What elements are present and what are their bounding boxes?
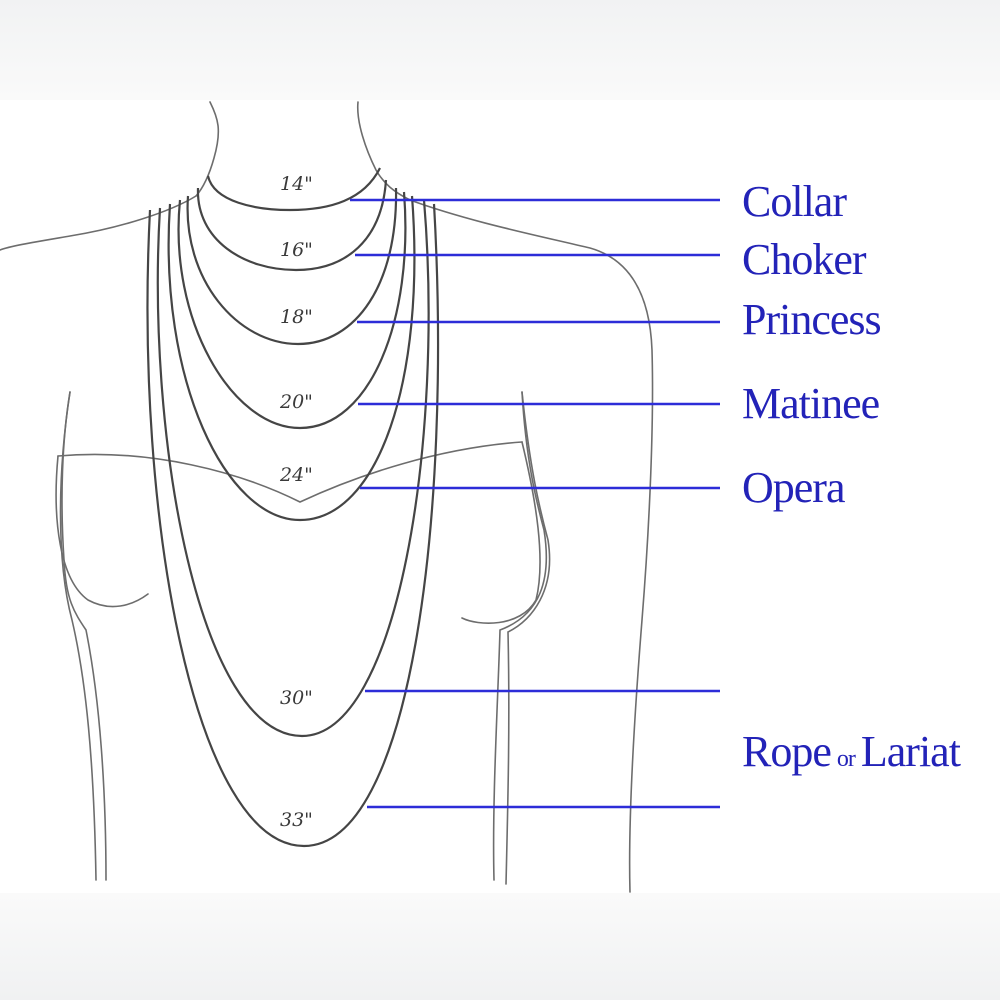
torso-outline — [0, 101, 654, 893]
neckline-curve — [57, 441, 523, 503]
style-princess: Princess — [742, 295, 881, 344]
style-names: Collar Choker Princess Matinee Opera Rop… — [742, 177, 962, 776]
length-label-33: 33" — [280, 809, 313, 831]
neck-right-line — [356, 101, 411, 201]
style-choker: Choker — [742, 235, 867, 284]
rope-word: Rope — [742, 727, 831, 776]
length-labels: 14" 16" 18" 20" 24" 30" 33" — [279, 173, 313, 831]
left-shoulder-line — [0, 195, 197, 251]
right-shoulder-line — [409, 199, 654, 893]
style-matinee: Matinee — [742, 379, 879, 428]
left-bust-line — [55, 455, 149, 608]
left-arm-inner-line — [61, 391, 107, 881]
leader-lines — [350, 198, 720, 809]
chain-16-inch — [196, 179, 388, 272]
chain-14-inch — [206, 167, 381, 212]
length-label-30: 30" — [280, 687, 313, 709]
left-arm-line — [59, 391, 97, 881]
chain-30-inch — [156, 199, 430, 738]
right-bust-line — [461, 441, 541, 624]
length-label-20: 20" — [279, 391, 313, 413]
right-arm-inner-line — [492, 391, 548, 881]
length-label-24: 24" — [279, 464, 313, 486]
bottom-border — [0, 893, 1000, 1000]
chain-20-inch — [177, 191, 407, 430]
length-label-16: 16" — [280, 239, 313, 261]
neck-left-line — [195, 101, 220, 197]
style-opera: Opera — [742, 463, 845, 512]
or-word: or — [837, 746, 856, 772]
right-arm-inner-line-2 — [505, 391, 551, 885]
length-label-14: 14" — [280, 173, 313, 195]
top-border — [0, 0, 1000, 100]
chain-33-inch — [146, 203, 440, 848]
necklace-chains — [146, 167, 440, 848]
style-collar: Collar — [742, 177, 847, 226]
lariat-word: Lariat — [861, 727, 961, 776]
length-label-18: 18" — [280, 306, 313, 328]
chain-18-inch — [186, 187, 398, 346]
chain-24-inch — [167, 195, 416, 522]
